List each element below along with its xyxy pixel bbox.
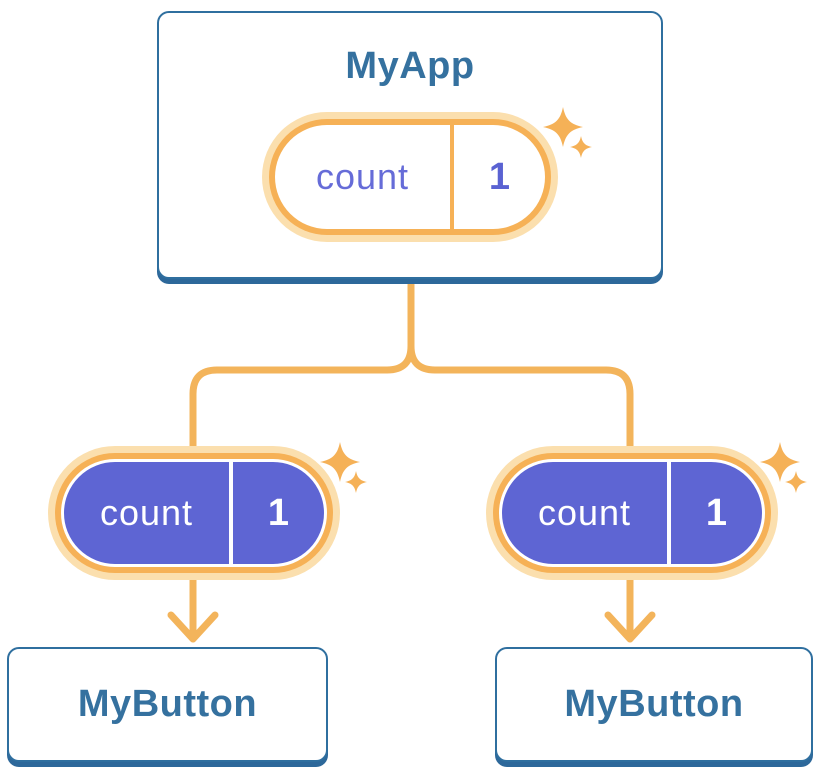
- state-pill-ring: count 1: [493, 453, 771, 573]
- state-pill-body: count 1: [61, 459, 327, 567]
- component-name: MyApp: [345, 45, 475, 87]
- state-pill-ring: count 1: [55, 453, 333, 573]
- state-pill-child-right: count 1: [486, 446, 778, 580]
- component-card-child-left: MyButton: [7, 647, 328, 762]
- state-value-label: 1: [705, 491, 728, 534]
- sparkle-small-icon: [785, 471, 807, 493]
- arrowhead-down-icon: [167, 611, 219, 643]
- component-name: MyButton: [77, 682, 258, 725]
- sparkle-small-icon: [345, 471, 367, 493]
- state-pill-divider: [450, 125, 454, 229]
- state-name-label: count: [537, 492, 632, 533]
- state-pill-divider: [667, 462, 671, 564]
- state-value-label: 1: [488, 155, 511, 198]
- component-card-child-right: MyButton: [495, 647, 813, 762]
- state-pill-root: count 1: [262, 112, 558, 242]
- arrowhead-down-icon: [604, 611, 656, 643]
- state-pill-ring: count 1: [269, 119, 551, 235]
- state-pill-child-left: count 1: [48, 446, 340, 580]
- component-name: MyButton: [564, 682, 744, 725]
- state-pill-body: count 1: [275, 125, 545, 229]
- state-pill-body: count 1: [499, 459, 765, 567]
- state-name-label: count: [315, 156, 410, 197]
- state-name-label: count: [99, 492, 194, 533]
- state-value-label: 1: [267, 491, 290, 534]
